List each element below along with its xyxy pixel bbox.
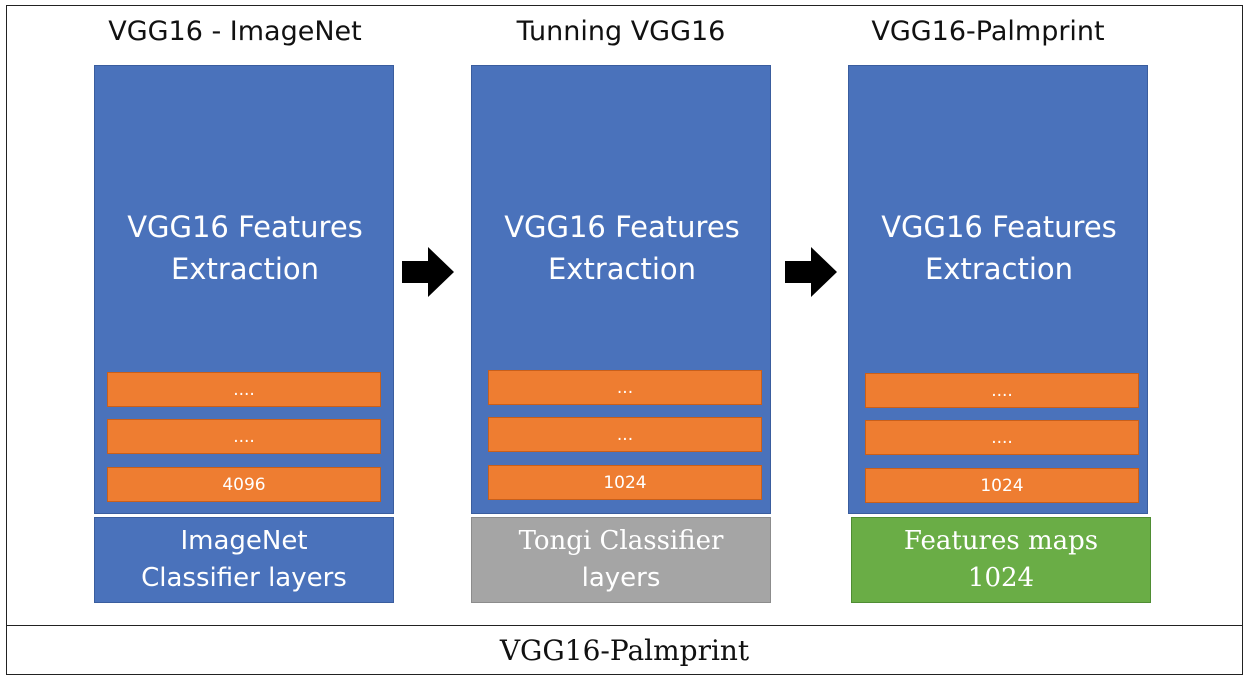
classifier-palmprint-line2: 1024 xyxy=(967,563,1035,593)
right-arrow-icon xyxy=(402,247,454,297)
column-title-palmprint: VGG16-Palmprint xyxy=(871,16,1105,47)
caption-divider xyxy=(6,625,1243,626)
layer-palmprint-3: 1024 xyxy=(865,468,1139,503)
feature-label-line2: Extraction xyxy=(924,252,1074,286)
classifier-imagenet-line2: Classifier layers xyxy=(141,563,347,593)
feature-label-tuning: VGG16 Features Extraction xyxy=(472,206,772,290)
layer-tuning-2: ... xyxy=(488,417,762,452)
right-arrow-icon xyxy=(785,247,837,297)
feature-label-line1: VGG16 Features xyxy=(504,210,740,244)
classifier-tongi-line1: Tongi Classifier xyxy=(518,526,724,556)
feature-label-line2: Extraction xyxy=(170,252,320,286)
feature-label-line1: VGG16 Features xyxy=(881,210,1117,244)
classifier-palmprint: Features maps 1024 xyxy=(851,517,1151,603)
classifier-tongi-line2: layers xyxy=(581,563,661,593)
column-title-tuning: Tunning VGG16 xyxy=(516,16,726,47)
layer-tuning-3: 1024 xyxy=(488,465,762,500)
feature-block-imagenet: VGG16 Features Extraction .... .... 4096 xyxy=(94,65,394,514)
classifier-palmprint-line1: Features maps xyxy=(903,526,1099,556)
layer-imagenet-3: 4096 xyxy=(107,467,381,502)
classifier-tongi: Tongi Classifier layers xyxy=(471,517,771,603)
feature-label-imagenet: VGG16 Features Extraction xyxy=(95,206,395,290)
feature-label-line1: VGG16 Features xyxy=(127,210,363,244)
column-title-imagenet: VGG16 - ImageNet xyxy=(108,16,362,47)
layer-palmprint-2: .... xyxy=(865,420,1139,455)
layer-imagenet-2: .... xyxy=(107,419,381,454)
feature-label-line2: Extraction xyxy=(547,252,697,286)
feature-label-palmprint: VGG16 Features Extraction xyxy=(849,206,1149,290)
classifier-imagenet: ImageNet Classifier layers xyxy=(94,517,394,603)
feature-block-palmprint: VGG16 Features Extraction .... .... 1024 xyxy=(848,65,1148,514)
layer-imagenet-1: .... xyxy=(107,372,381,407)
layer-palmprint-1: .... xyxy=(865,373,1139,408)
figure-frame xyxy=(6,5,1243,675)
feature-block-tuning: VGG16 Features Extraction ... ... 1024 xyxy=(471,65,771,514)
classifier-imagenet-line1: ImageNet xyxy=(180,526,308,556)
figure-caption: VGG16-Palmprint xyxy=(499,633,750,667)
layer-tuning-1: ... xyxy=(488,370,762,405)
